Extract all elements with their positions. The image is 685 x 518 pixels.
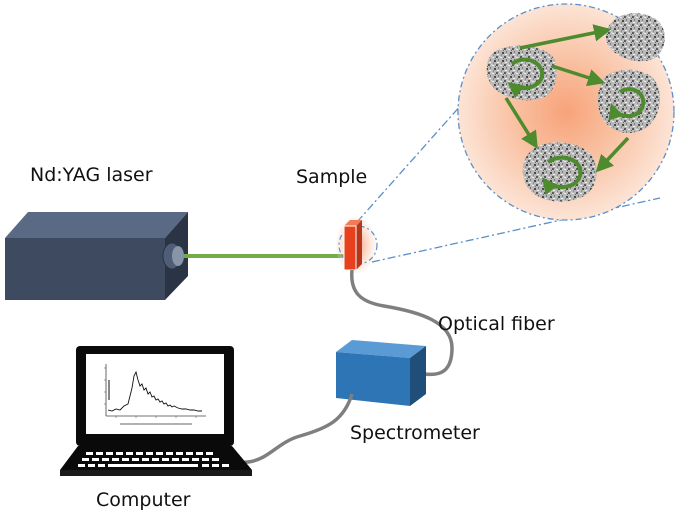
optical-fiber-label: Optical fiber <box>438 313 555 335</box>
sample-label: Sample <box>296 166 368 188</box>
particle-left <box>486 45 557 101</box>
data-cable <box>227 393 354 464</box>
optical-fiber-cable <box>350 269 454 377</box>
spectrometer-box-icon <box>336 340 426 406</box>
scattering-arrows <box>504 24 630 173</box>
laser-box-icon <box>5 212 188 300</box>
sample-cuvette <box>336 217 378 273</box>
particle-bottom <box>522 142 597 202</box>
spectrometer-label: Spectrometer <box>350 422 480 444</box>
screen-spectrum-plot <box>104 364 206 425</box>
laptop-icon <box>60 346 252 476</box>
particle-top-right <box>605 13 665 62</box>
laser-label: Nd:YAG laser <box>30 164 153 186</box>
particle-right <box>597 69 661 133</box>
computer-label: Computer <box>96 489 191 511</box>
